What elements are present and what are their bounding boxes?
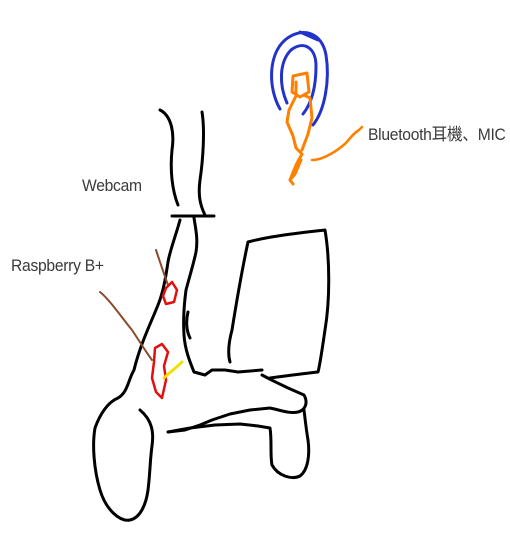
webcam-leader-line <box>155 249 169 286</box>
headset-band <box>270 30 329 127</box>
cable <box>162 360 184 380</box>
webcam-label: Webcam <box>82 176 142 195</box>
raspberry-label: Raspberry B+ <box>11 256 104 275</box>
raspberry-pi-box <box>150 342 170 400</box>
raspberry-leader-line <box>99 291 153 361</box>
rider-outline <box>92 108 308 522</box>
bike-outline <box>166 228 331 480</box>
headset-body <box>285 71 314 186</box>
webcam-device-box <box>161 280 179 306</box>
bluetooth-leader-line <box>310 125 364 162</box>
bluetooth-label: Bluetooth耳機、MIC <box>368 125 506 144</box>
